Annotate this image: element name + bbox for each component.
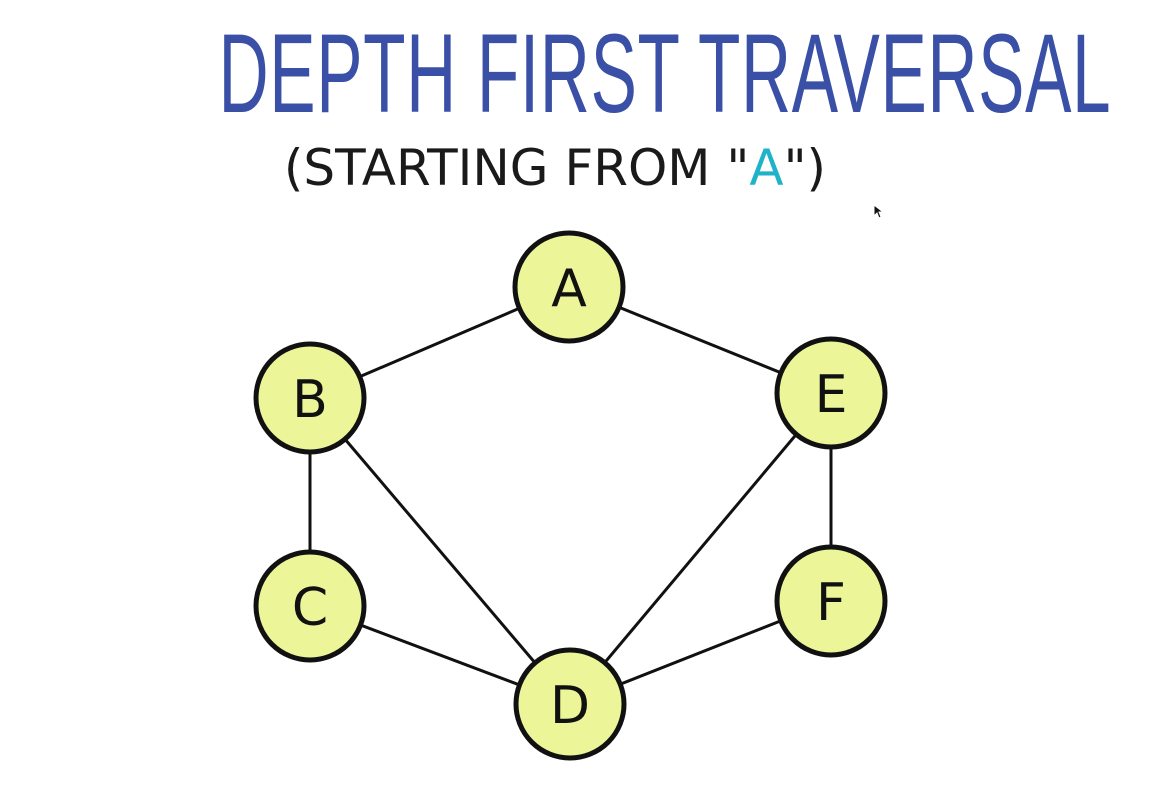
graph-edges [308,285,833,706]
node-label: C [292,578,328,638]
node-circle [512,230,626,344]
slide-subtitle: (STARTING FROM "A") [0,138,1110,198]
node-circle [253,341,367,455]
node-a: A [512,230,626,344]
node-circle [513,647,627,761]
mouse-cursor-icon [873,204,885,219]
node-circle [774,336,888,450]
node-c: C [253,549,367,663]
node-label: F [816,573,846,633]
node-label: D [550,676,590,736]
subtitle-prefix: (STARTING FROM " [283,139,750,197]
node-d: D [513,647,627,761]
node-circle [774,544,888,658]
subtitle-suffix: ") [783,139,827,197]
node-label: A [551,259,587,319]
node-f: F [774,544,888,658]
node-label: E [815,365,848,425]
node-e: E [774,336,888,450]
edge-d-e [568,392,833,705]
node-circle [253,549,367,663]
edge-b-d [308,397,572,705]
node-label: B [292,370,328,430]
graph-nodes: A B C D E F [253,230,888,761]
start-node-label: A [749,139,784,197]
node-b: B [253,341,367,455]
